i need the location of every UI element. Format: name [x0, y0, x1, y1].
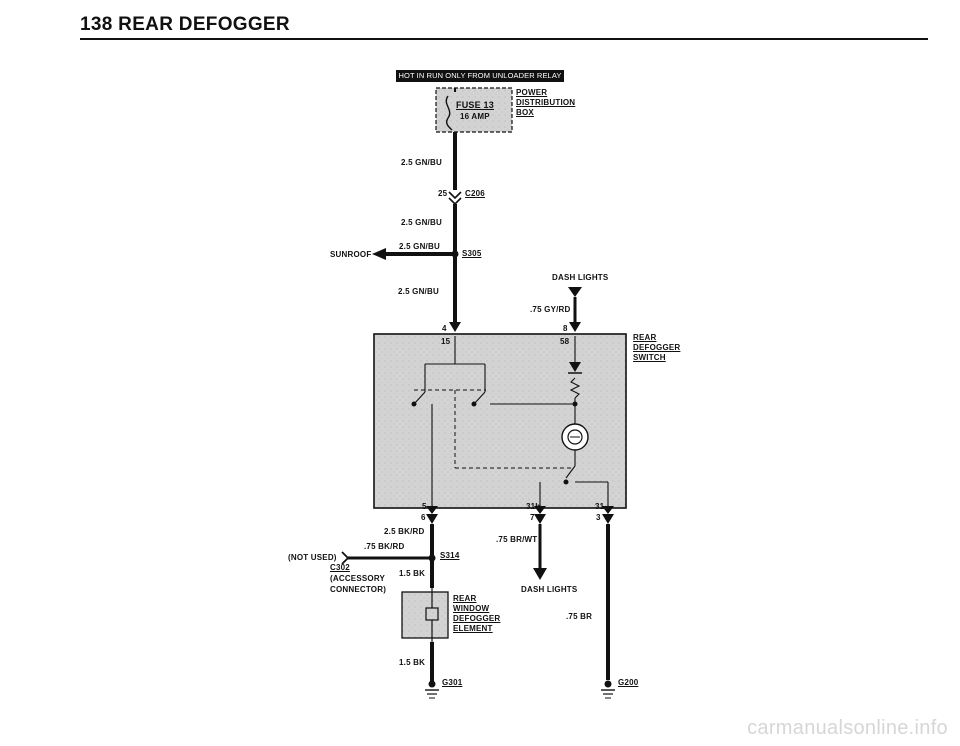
connector-c206-label: C206: [465, 189, 485, 198]
ground-g200-label: G200: [618, 678, 639, 687]
pin-6-connector: [426, 514, 438, 524]
pin-label: 31b: [526, 502, 541, 511]
pin-label: 7: [530, 513, 535, 522]
page-title: 138 REAR DEFOGGER: [80, 14, 290, 35]
ground-g301: [425, 680, 439, 699]
dash-lights-arrow-bottom: [533, 568, 547, 580]
element-label: WINDOW: [453, 604, 490, 613]
splice-s314-label: S314: [440, 551, 460, 560]
sunroof-branch: [372, 248, 455, 260]
pin-3-connector: [602, 514, 614, 524]
c302-description: (ACCESSORY: [330, 574, 386, 583]
pin-5-terminal: [426, 506, 438, 514]
connector-c206: [448, 191, 462, 206]
splice-s305-label: S305: [462, 249, 482, 258]
wire-label: .75 BK/RD: [364, 542, 405, 551]
c302-description: CONNECTOR): [330, 585, 387, 594]
rear-window-defogger-element: [401, 591, 449, 639]
wire-label: 2.5 GN/BU: [399, 242, 440, 251]
pin-label: 15: [441, 337, 451, 346]
not-used-label: (NOT USED): [288, 553, 337, 562]
pin-7-connector: [534, 514, 546, 524]
wire-label: 2.5 GN/BU: [401, 158, 442, 167]
power-box-label: POWER: [516, 88, 548, 97]
element-label: ELEMENT: [453, 624, 493, 633]
pin-label: 4: [442, 324, 447, 333]
pin-4-terminal: [449, 322, 461, 332]
pin-31-terminal: [602, 506, 614, 514]
pin-31b-terminal: [534, 506, 546, 514]
dash-lights-label: DASH LIGHTS: [552, 273, 609, 282]
mechanical-link: [414, 389, 572, 469]
element-label: REAR: [453, 594, 477, 603]
wire-label: 1.5 BK: [399, 658, 426, 667]
ground-g200: [601, 680, 615, 699]
pin-8-terminal: [569, 322, 581, 332]
c302-branch: [341, 551, 432, 565]
sunroof-label: SUNROOF: [330, 250, 372, 259]
watermark: carmanualsonline.info: [747, 717, 948, 739]
dash-lights-label: DASH LIGHTS: [521, 585, 578, 594]
connector-pin-label: 25: [438, 189, 448, 198]
title-rule: [80, 38, 928, 40]
switch-contact: [572, 401, 578, 407]
wire-label: 2.5 GN/BU: [401, 218, 442, 227]
switch-contact: [471, 401, 477, 407]
rear-defogger-switch-body: [373, 333, 627, 509]
switch-label: SWITCH: [633, 353, 666, 362]
wire-label: 2.5 GN/BU: [398, 287, 439, 296]
pin-label: 31: [595, 502, 605, 511]
fuse-symbol: [445, 95, 453, 131]
fuse-label: FUSE 13: [456, 100, 494, 110]
wire-label: .75 BR/WT: [496, 535, 538, 544]
pin-label: 8: [563, 324, 568, 333]
pin-label: 3: [596, 513, 601, 522]
power-box-label: BOX: [516, 108, 534, 117]
switch-label: DEFOGGER: [633, 343, 681, 352]
pin-label: 58: [560, 337, 570, 346]
connector-c302-label: C302: [330, 563, 350, 572]
power-box-label: DISTRIBUTION: [516, 98, 576, 107]
indicator-diode: [569, 362, 581, 372]
wire-label: .75 GY/RD: [530, 305, 571, 314]
wire-label: 2.5 BK/RD: [384, 527, 425, 536]
fuse-rating: 16 AMP: [460, 112, 490, 121]
switch-internals: [413, 336, 609, 506]
wire-label: .75 BR: [566, 612, 593, 621]
dash-lights-arrow-top: [568, 287, 582, 297]
element-label: DEFOGGER: [453, 614, 501, 623]
switch-label: REAR: [633, 333, 657, 342]
switch-contact: [411, 401, 417, 407]
indicator-lamp: [561, 423, 589, 451]
power-source-banner: HOT IN RUN ONLY FROM UNLOADER RELAY: [396, 70, 564, 82]
ground-g301-label: G301: [442, 678, 463, 687]
switch-contact: [563, 479, 569, 485]
wire-label: 1.5 BK: [399, 569, 426, 578]
pin-label: 5: [422, 502, 427, 511]
pin-label: 6: [421, 513, 426, 522]
